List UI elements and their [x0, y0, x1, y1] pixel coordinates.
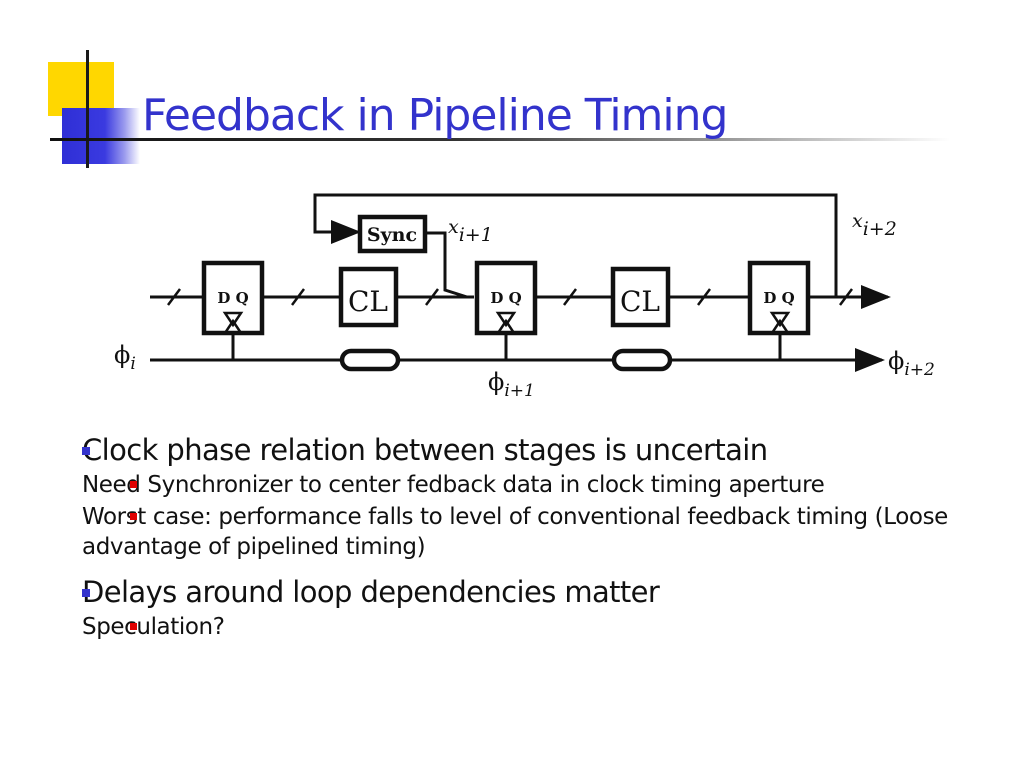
title-decor-vertical-line [86, 50, 89, 168]
sub-bullet-item: Speculation? [82, 612, 1012, 642]
logic-block-2 [610, 266, 671, 328]
sub-bullet-item: Need Synchronizer to center fedback data… [82, 470, 1012, 500]
title-underline [50, 138, 950, 141]
bullet-list: Clock phase relation between stages is u… [82, 432, 1012, 642]
sync-output-wire [425, 231, 468, 299]
phi-i1-label: ϕi+1 [488, 368, 535, 401]
feedback-wire [313, 193, 838, 297]
sync-block [357, 214, 428, 254]
register-1-dq-label: D Q [217, 289, 248, 307]
slide-title: Feedback in Pipeline Timing [142, 90, 728, 141]
clock-delay-2 [611, 348, 673, 372]
title-decor-yellow-square [48, 62, 114, 116]
sub-bullet-item: Worst case: performance falls to level o… [82, 502, 1012, 562]
logic-2-label: CL [620, 285, 660, 318]
bullet-item: Delays around loop dependencies matter [82, 574, 1012, 610]
logic-block-1 [338, 266, 399, 328]
phi-i-label: ϕi [114, 341, 136, 374]
x-i1-label: xi+1 [448, 216, 493, 246]
clock-delay-1 [339, 348, 401, 372]
register-2-dq-label: D Q [490, 289, 521, 307]
register-3-dq-label: D Q [763, 289, 794, 307]
bullet-item: Clock phase relation between stages is u… [82, 432, 1012, 468]
title-decor-blue-square [62, 108, 140, 164]
x-i2-label: xi+2 [852, 210, 897, 240]
sync-label: Sync [367, 224, 417, 246]
pipeline-feedback-diagram: Sync D Q D Q D Q CL CL xi+1 xi+2 ϕi ϕi+1… [114, 193, 935, 401]
logic-1-label: CL [348, 285, 388, 318]
phi-i2-label: ϕi+2 [888, 347, 935, 380]
